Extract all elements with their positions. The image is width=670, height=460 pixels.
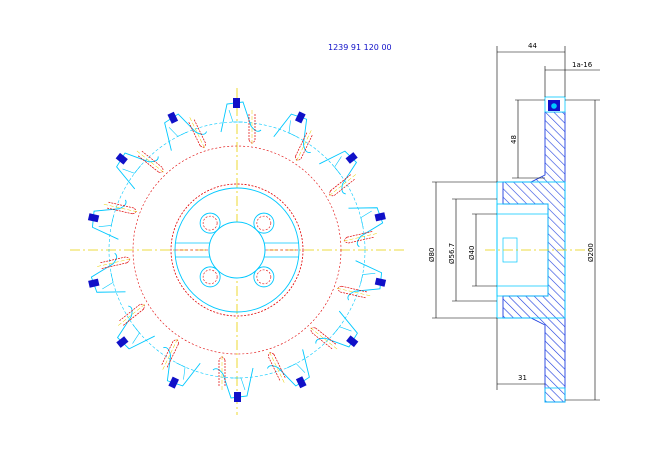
tooth-detail <box>228 109 243 123</box>
tooth-detail <box>102 272 114 290</box>
tooth-detail <box>288 120 299 138</box>
insert <box>295 376 307 389</box>
tooth-detail <box>98 215 114 227</box>
dim-counterbore-dia: Ø56.7 <box>448 243 456 264</box>
insert <box>233 98 240 108</box>
insert <box>234 392 241 402</box>
tooth-outline <box>163 346 201 387</box>
insert <box>346 335 359 348</box>
bolt-hole <box>253 212 275 234</box>
insert <box>167 111 179 124</box>
front-view <box>70 88 405 415</box>
dim-hub-length: 31 <box>518 374 527 382</box>
insert <box>374 277 387 287</box>
insert <box>295 111 306 124</box>
tooth-outline <box>90 252 126 293</box>
tooth <box>87 199 138 240</box>
dim-hub-dia: Ø80 <box>428 248 436 262</box>
tooth-detail <box>168 127 187 137</box>
tooth <box>336 260 387 301</box>
bolt-hole-thread <box>202 269 218 285</box>
bolt-hole <box>199 212 221 234</box>
bolt-hole-thread <box>256 215 272 231</box>
tooth-outline <box>348 207 384 248</box>
tooth-outline <box>273 113 311 154</box>
insert <box>374 212 386 222</box>
insert <box>87 213 100 223</box>
hub-outer-circle <box>170 183 304 317</box>
bolt-holes <box>199 212 275 288</box>
dim-cutter-dia: Ø200 <box>587 243 595 262</box>
tooth <box>161 338 201 389</box>
tooth <box>267 349 310 389</box>
tooth <box>164 111 207 151</box>
bolt-hole-thread <box>202 215 218 231</box>
section-insert-screw <box>551 103 557 109</box>
tooth-outline <box>91 199 127 240</box>
tooth-detail <box>231 377 246 391</box>
tooth-outline <box>319 150 358 195</box>
tooth <box>343 207 386 248</box>
section-insert-bottom <box>544 387 566 403</box>
tooth-outline <box>220 101 262 133</box>
dim-overall-width: 44 <box>528 42 537 50</box>
tooth-detail <box>334 156 342 176</box>
tooth-outline <box>116 305 155 350</box>
tooth-outline <box>212 367 254 399</box>
tooth-detail <box>360 210 372 228</box>
tooth-outline <box>164 113 207 151</box>
bolt-hole <box>199 266 221 288</box>
part-number: 1239 91 120 00 <box>328 43 392 52</box>
tooth-detail <box>287 363 306 373</box>
tooth-outline <box>347 260 383 301</box>
body-hidden-circle <box>132 145 342 355</box>
insert <box>115 152 128 165</box>
insert <box>116 336 129 348</box>
tooth-detail <box>175 362 186 380</box>
tooth-outline <box>267 349 310 387</box>
tooth <box>220 98 262 144</box>
tooth <box>273 111 313 162</box>
insert <box>345 152 358 164</box>
tooth-detail <box>132 324 140 344</box>
tooth <box>310 310 359 350</box>
tooth-detail <box>360 273 376 285</box>
insert <box>88 278 100 288</box>
tooth <box>319 150 358 197</box>
dim-insert-height: 48 <box>510 135 518 144</box>
section-view: 44 1a-16 48 Ø80 Ø56.7 Ø40 Ø200 31 <box>428 42 600 403</box>
tooth-detail <box>122 165 141 174</box>
tooth-outline <box>315 310 358 348</box>
bolt-hole-thread <box>256 269 272 285</box>
bore-circle <box>208 221 266 279</box>
dim-insert-size: 1a-16 <box>572 61 593 69</box>
tooth <box>88 252 131 293</box>
dimension-lines <box>432 46 600 401</box>
tooth <box>212 356 254 402</box>
cutter-teeth <box>87 98 387 402</box>
bolt-hole <box>253 266 275 288</box>
tooth <box>115 150 164 190</box>
insert <box>168 376 179 389</box>
dim-bore-dia: Ø40 <box>468 246 476 260</box>
tooth-detail <box>333 326 352 335</box>
tooth <box>116 303 155 350</box>
tooth-outline <box>116 152 159 190</box>
